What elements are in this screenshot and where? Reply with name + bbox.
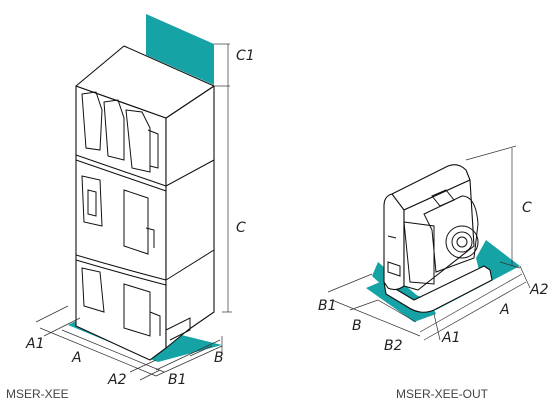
out-dim-label-a2: A2 [529, 282, 549, 298]
unit-side-face [165, 85, 215, 349]
out-housing-side [383, 193, 405, 291]
dim-label-b: B [214, 350, 224, 366]
out-dim-label-b2: B2 [384, 338, 403, 354]
out-housing-top [391, 164, 471, 211]
out-dim-label-b1: B1 [318, 298, 337, 314]
dim-label-a1: A1 [25, 336, 44, 352]
caption-mser-xee-out: MSER-XEE-OUT [396, 387, 489, 401]
out-base [383, 265, 493, 313]
out-dim-label-c: C [522, 200, 532, 216]
dim-label-a2: A2 [107, 372, 127, 388]
caption-mser-xee: MSER-XEE [6, 387, 69, 401]
dim-label-b1: B1 [168, 372, 187, 388]
dim-label-c1: C1 [236, 48, 255, 64]
top-clearance-zone [146, 14, 214, 85]
dim-label-c: C [236, 220, 246, 236]
out-dim-label-a: A [499, 302, 510, 318]
dim-label-a: A [71, 350, 82, 366]
out-dim-label-a1: A1 [441, 330, 460, 346]
out-dim-label-b: B [352, 318, 362, 334]
mser-xee-out-drawing [327, 145, 531, 341]
mser-xee-drawing [35, 14, 232, 381]
